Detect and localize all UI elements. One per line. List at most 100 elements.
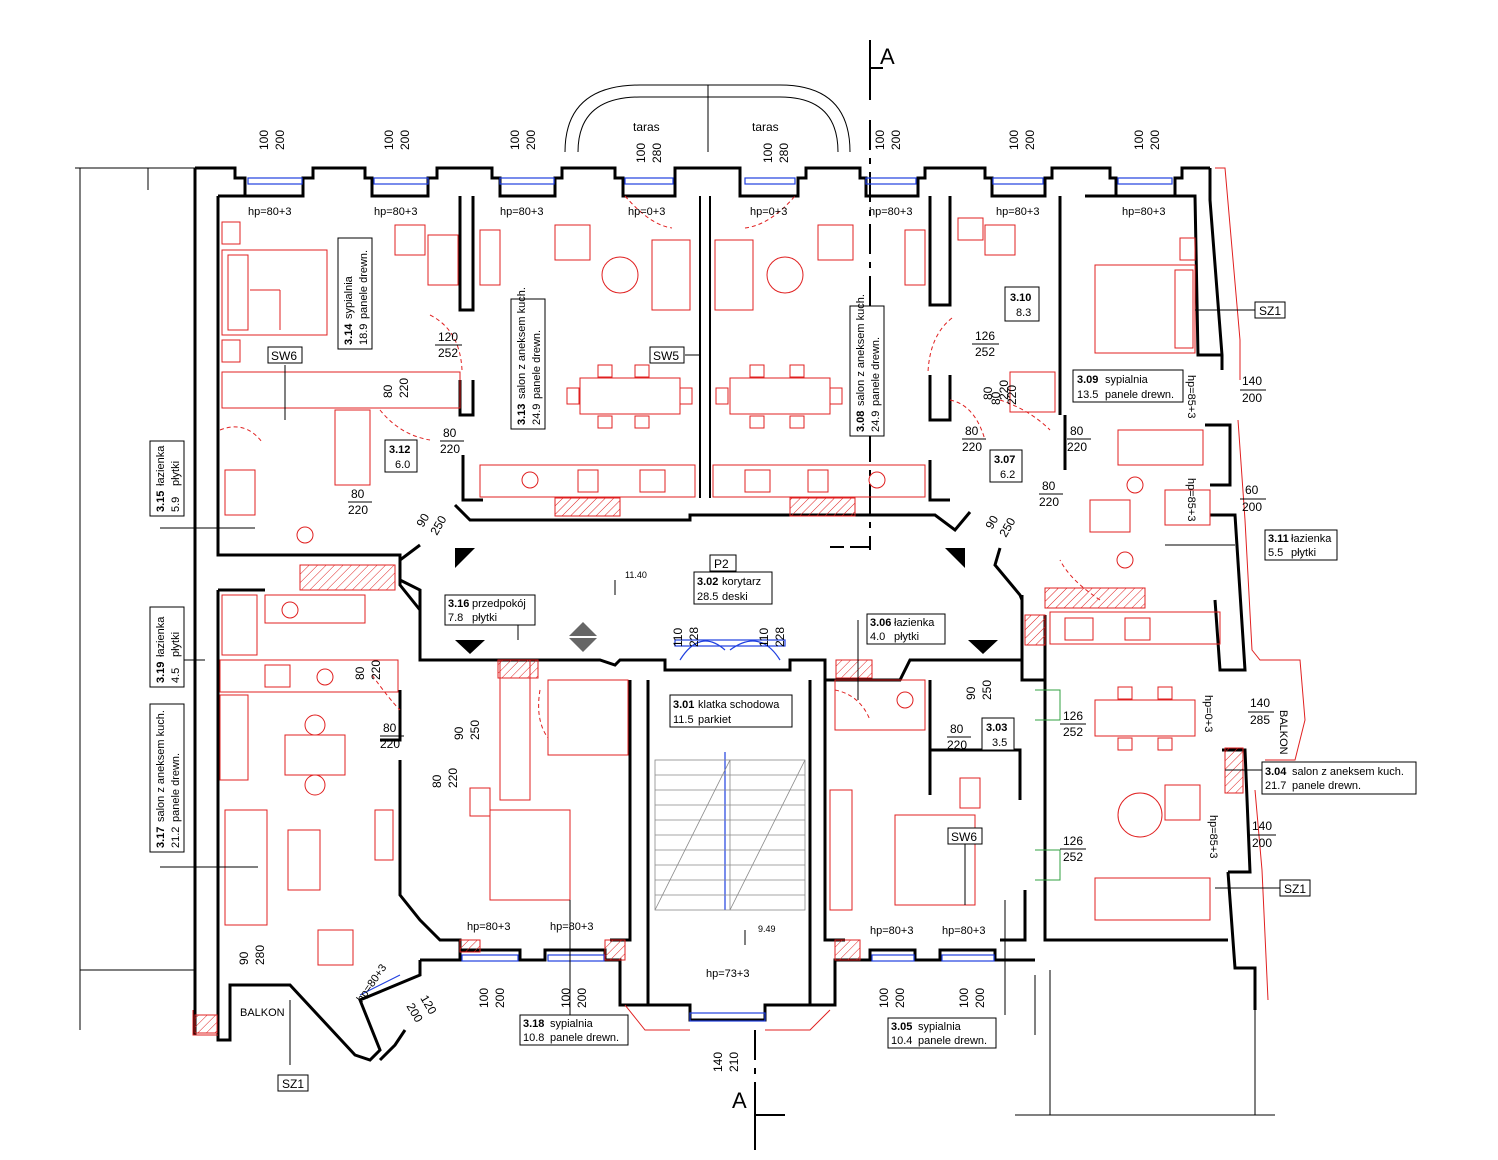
dim-a: 140 <box>1242 374 1262 388</box>
dim-a: 120 <box>438 330 458 344</box>
room-area: 4.5 <box>170 668 182 683</box>
room-number: 3.05 <box>891 1021 912 1033</box>
room-number: 3.04 <box>1265 766 1287 778</box>
dim-b: 250 <box>427 513 449 538</box>
dim-a: 100 <box>508 130 522 150</box>
room-name: salon z aneksem kuch. <box>516 287 528 399</box>
sill-height: hp=80+3 <box>942 925 985 937</box>
room-label-3-05: 3.05 sypialnia 10.4 panele drewn. <box>887 1017 997 1049</box>
corridor-markers <box>455 548 998 654</box>
dim-a: 80 <box>950 722 964 736</box>
room-finish: płytki <box>1291 547 1316 559</box>
room-label-3-18: 3.18 sypialnia 10.8 panele drewn. <box>519 1014 629 1046</box>
dim-b: 250 <box>468 720 482 740</box>
dim-b: 250 <box>996 515 1018 540</box>
dim-b: 220 <box>440 442 460 456</box>
dim-b: 220 <box>348 503 368 517</box>
room-label-3-15: 3.15 łazienka 5.9 płytki <box>149 440 185 517</box>
room-area: 21.7 <box>1265 780 1286 792</box>
room-label-3-16: 3.16 przedpokój 7.8 płytki <box>444 594 536 626</box>
dim-b: 220 <box>369 660 383 680</box>
dim-a: 80 <box>981 386 995 400</box>
dim-a: 140 <box>711 1052 725 1072</box>
room-finish: panele drewn. <box>918 1035 987 1047</box>
room-area: 13.5 <box>1077 389 1098 401</box>
level-stair: 9.49 <box>758 924 776 934</box>
room-finish: panele drewn. <box>550 1032 619 1044</box>
staircase <box>654 759 806 911</box>
room-name: klatka schodowa <box>698 699 780 711</box>
sill-height: hp=80+3 <box>550 921 593 933</box>
dim-b: 252 <box>438 346 458 360</box>
dim-a: 100 <box>477 988 491 1008</box>
dim-a: 100 <box>957 988 971 1008</box>
room-finish: panele drewn. <box>358 250 370 319</box>
room-finish: panele drewn. <box>170 753 182 822</box>
dim-b: 280 <box>253 945 267 965</box>
dim-b: 285 <box>1250 713 1270 727</box>
tag-sw5-text: SW5 <box>653 349 679 363</box>
dim-a: 80 <box>1042 479 1056 493</box>
room-number: 3.13 <box>516 404 528 425</box>
dim-b: 200 <box>575 988 589 1008</box>
room-area: 24.9 <box>870 411 882 432</box>
dim-b: 220 <box>1067 440 1087 454</box>
room-number: 3.18 <box>523 1018 544 1030</box>
room-finish: parkiet <box>698 714 731 726</box>
dim-a: 100 <box>634 143 648 163</box>
dim-b: 210 <box>727 1052 741 1072</box>
dim-b: 228 <box>687 627 701 647</box>
building-walls <box>193 166 1257 1062</box>
dim-b: 200 <box>1242 500 1262 514</box>
room-area: 5.9 <box>170 497 182 512</box>
dim-a: 100 <box>877 988 891 1008</box>
dim-b: 220 <box>997 380 1011 400</box>
dim-a: 110 <box>757 628 771 647</box>
room-name: salon z aneksem kuch. <box>855 294 867 406</box>
room-finish: panele drewn. <box>1292 780 1361 792</box>
tag-sw5 <box>649 346 685 364</box>
room-area: 24.9 <box>531 404 543 425</box>
dim-a: 126 <box>975 329 995 343</box>
sill-height: hp=80+3 <box>467 921 510 933</box>
dim-b: 200 <box>398 130 412 150</box>
level-corridor: 11.40 <box>625 570 647 580</box>
dim-a: 80 <box>381 384 395 398</box>
room-area: 10.8 <box>523 1032 544 1044</box>
room-label-3-14: 3.14 sypialnia 18.9 panele drewn. <box>337 237 373 350</box>
tag-sz1-right-top-text: SZ1 <box>1259 304 1281 318</box>
dim-b: 200 <box>889 130 903 150</box>
dim-a: 80 <box>351 487 365 501</box>
room-finish: płytki <box>472 612 497 624</box>
dim-b: 220 <box>947 738 967 752</box>
room-area: 18.9 <box>358 324 370 345</box>
dim-a: 90 <box>413 511 432 530</box>
room-label-3-07: 3.07 6.2 <box>989 449 1023 483</box>
room-label-3-01: 3.01 klatka schodowa 11.5 parkiet <box>669 694 793 728</box>
room-number: 3.10 <box>1010 292 1031 304</box>
dim-a: 126 <box>1063 709 1083 723</box>
dim-a: 90 <box>964 686 978 700</box>
label-balkon-right: BALKON <box>1277 710 1289 755</box>
dim-a: 110 <box>671 628 685 647</box>
sill-height: hp=80+3 <box>996 206 1039 218</box>
dim-b: 280 <box>650 143 664 163</box>
dim-a: 126 <box>1063 834 1083 848</box>
room-label-3-11: 3.11 łazienka 5.5 płytki <box>1264 529 1338 561</box>
facade-insulation <box>192 167 1306 1036</box>
